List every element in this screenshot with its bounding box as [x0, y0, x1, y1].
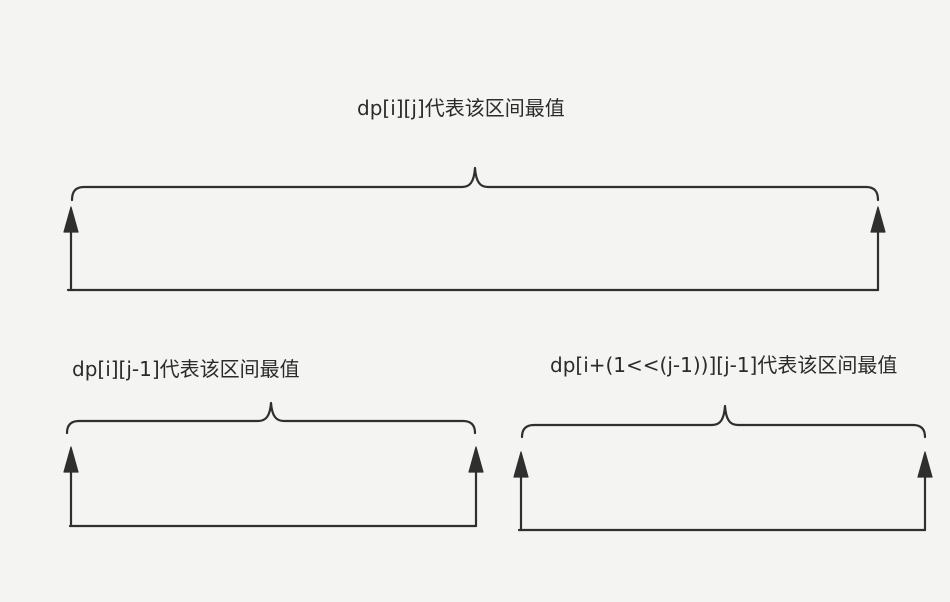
- top-right-arrow-head: [870, 206, 886, 233]
- bottom-left-curly-brace: [65, 401, 477, 435]
- bottom-right-right-arrow-head: [917, 451, 933, 478]
- bottom-right-interval-label: dp[i+(1<<(j-1))][j-1]代表该区间最值: [550, 353, 897, 377]
- bottom-left-left-arrow-head: [63, 446, 79, 473]
- bottom-right-left-arrow-head: [513, 451, 529, 478]
- top-interval-group: dp[i][j]代表该区间最值: [63, 96, 886, 292]
- top-interval-label: dp[i][j]代表该区间最值: [357, 96, 565, 120]
- bottom-right-curly-brace: [520, 404, 927, 439]
- bottom-left-interval-label: dp[i][j-1]代表该区间最值: [72, 357, 300, 381]
- top-left-arrow-head: [63, 206, 79, 233]
- bottom-left-right-arrow-head: [468, 446, 484, 473]
- bottom-right-interval-group: dp[i+(1<<(j-1))][j-1]代表该区间最值: [513, 353, 933, 532]
- bottom-left-interval-group: dp[i][j-1]代表该区间最值: [63, 357, 484, 528]
- top-curly-brace: [70, 166, 880, 202]
